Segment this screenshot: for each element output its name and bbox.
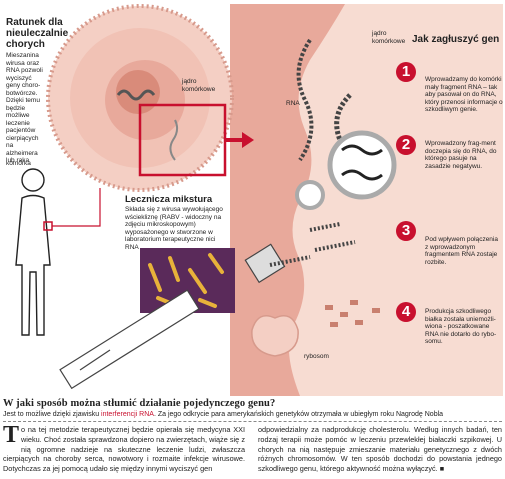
- step-1-text: Wprowadzamy do komórki mały fragment RNA…: [425, 76, 503, 113]
- column-2-text: odpowiedzialny za nadprodukcję cholester…: [258, 425, 502, 474]
- syringe-illustration: [59, 243, 286, 390]
- person-silhouette: [15, 168, 51, 336]
- column-1-text: o na tej metodzie terapeutycznej będzie …: [3, 425, 245, 474]
- label-rna: RNA: [286, 100, 300, 107]
- infographic: Ratunek dla nieuleczalnie chorych Miesza…: [6, 4, 503, 396]
- rna-strand: [296, 38, 314, 162]
- cell-illustration: [46, 4, 234, 192]
- subtitle-highlight: interferencji RNA: [101, 411, 154, 418]
- end-mark: ■: [439, 464, 445, 474]
- divider: [3, 421, 502, 422]
- rna-fragments: [325, 300, 380, 327]
- subtitle-part-1: Jest to możliwe dzięki zjawisku: [3, 411, 102, 418]
- dropcap: T: [3, 422, 20, 448]
- step-3-text: Pod wpływem połączenia z wprowadzonym fr…: [425, 236, 498, 266]
- article-subtitle: Jest to możliwe dzięki zjawisku interfer…: [3, 411, 443, 418]
- infographic-illustration: [15, 4, 503, 396]
- article-title: W jaki sposób można stłumić działanie po…: [3, 398, 276, 409]
- article: W jaki sposób można stłumić działanie po…: [0, 398, 505, 479]
- step-3-number: 3: [396, 221, 416, 241]
- cell-description: Mieszanina wirusa oraz RNA pozwoli wycis…: [6, 52, 43, 164]
- ribosome: [251, 315, 299, 357]
- step-1-number: 1: [396, 62, 416, 82]
- label-ribosome: rybosom: [304, 353, 329, 360]
- article-column-2: odpowiedzialny za nadprodukcję cholester…: [258, 425, 502, 474]
- step-4-text: Produkcja szkodliwego białka została uni…: [425, 308, 497, 345]
- broken-rna: [269, 222, 356, 267]
- mixture-title: Lecznicza mikstura: [125, 194, 213, 205]
- label-nucleus-big: jądro komórkowe: [372, 30, 406, 45]
- mixture-description: Składa się z wirusa wywołującego wściekl…: [125, 206, 223, 251]
- zoom-arrow-head: [242, 132, 254, 148]
- step-2-number: 2: [396, 135, 416, 155]
- magnifier: [295, 130, 397, 210]
- label-nucleus-small: jądro komórkowe: [182, 78, 216, 93]
- person-marker: [43, 221, 53, 231]
- subtitle-part-2: . Za jego odkrycie para amerykańskich ge…: [153, 411, 444, 418]
- step-4-number: 4: [396, 302, 416, 322]
- cell-title: Ratunek dla nieuleczalnie chorych: [6, 17, 69, 50]
- steps-title: Jak zagłuszyć gen: [412, 34, 500, 45]
- step-2-text: Wprowadzony frag-ment doczepia się do RN…: [425, 140, 497, 170]
- label-cell: komórka: [6, 160, 31, 167]
- nucleus-large: [230, 4, 345, 396]
